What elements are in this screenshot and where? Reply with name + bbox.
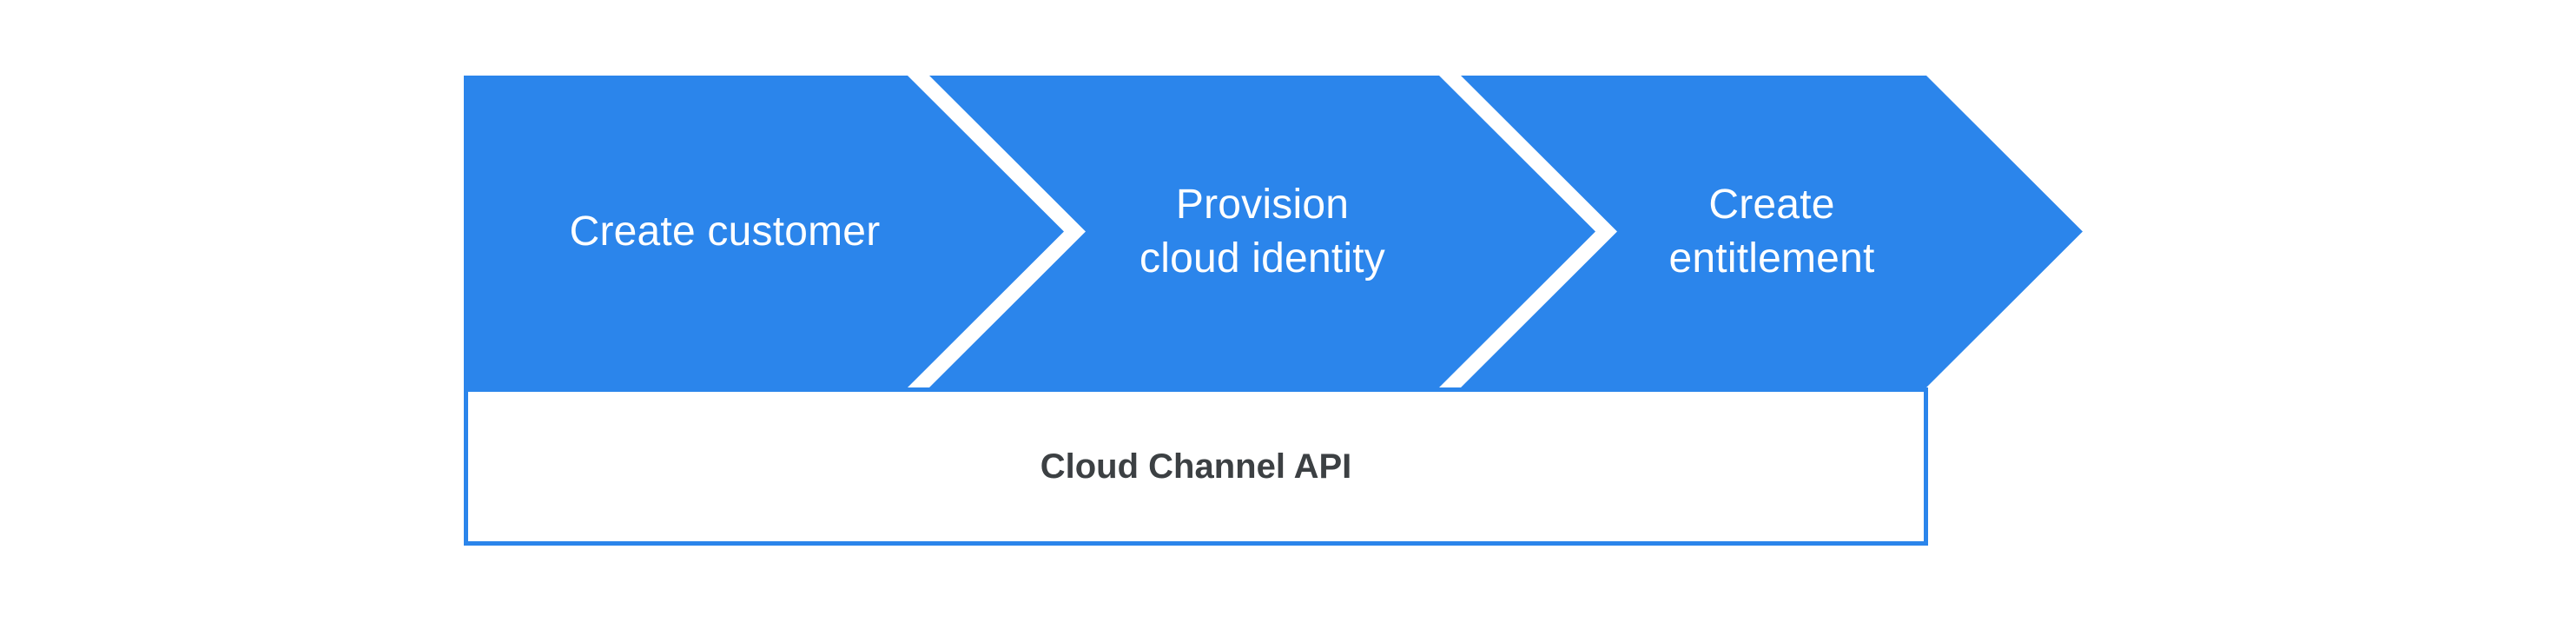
- chevron-step-2: [929, 76, 1595, 387]
- chevron-step-1: [464, 76, 1064, 387]
- chevron-step-3: [1461, 76, 2083, 387]
- api-box: [464, 387, 1928, 546]
